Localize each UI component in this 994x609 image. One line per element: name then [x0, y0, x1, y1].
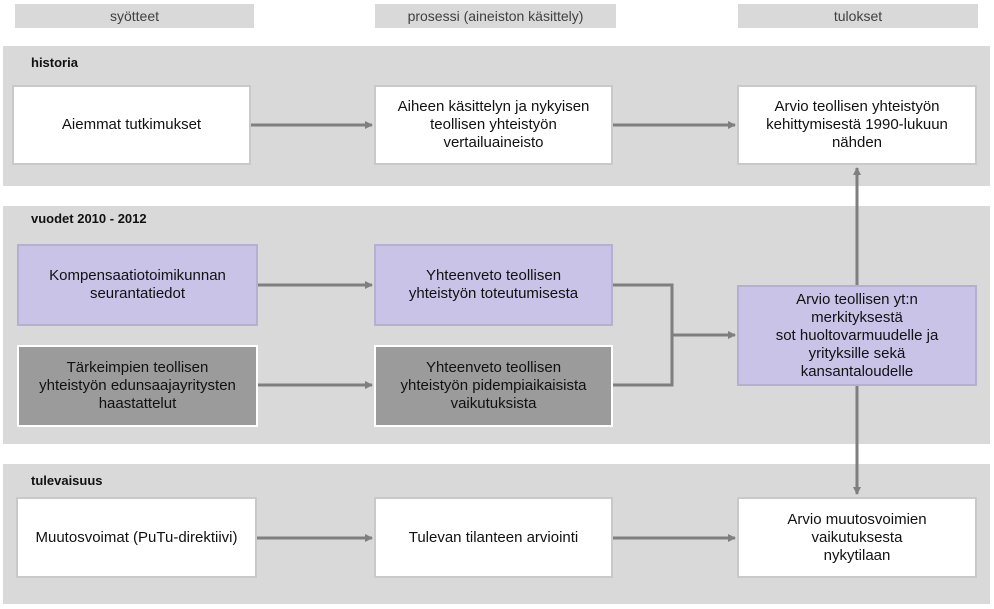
band-label-future: tulevaisuus: [31, 473, 103, 488]
column-header-results: tulokset: [738, 4, 978, 28]
box-change-forces: Muutosvoimat (PuTu-direktiivi): [16, 497, 257, 578]
column-header-results-label: tulokset: [833, 8, 883, 24]
box-interviews-label: Tärkeimpien teollisen yhteistyön edunsaa…: [39, 359, 236, 412]
column-header-process: prosessi (aineiston käsittely): [375, 4, 616, 28]
box-interviews: Tärkeimpien teollisen yhteistyön edunsaa…: [17, 345, 258, 427]
band-label-history: historia: [31, 55, 78, 70]
box-compensation-data: Kompensaatiotoimikunnan seurantatiedot: [17, 244, 258, 326]
box-summary-realization: Yhteenveto teollisen yhteistyön toteutum…: [374, 244, 613, 326]
box-summary-longterm: Yhteenveto teollisen yhteistyön pidempia…: [374, 345, 613, 427]
box-assessment-change-forces-label: Arvio muutosvoimien vaikutuksesta nykyti…: [787, 510, 927, 564]
box-previous-studies: Aiemmat tutkimukset: [12, 85, 251, 165]
box-change-forces-label: Muutosvoimat (PuTu-direktiivi): [35, 528, 238, 546]
box-future-assessment: Tulevan tilanteen arviointi: [374, 497, 613, 578]
box-previous-studies-label: Aiemmat tutkimukset: [61, 116, 202, 133]
band-label-years: vuodet 2010 - 2012: [31, 211, 147, 226]
box-assessment-significance: Arvio teollisen yt:n merkityksestä sot h…: [737, 285, 977, 386]
box-assessment-development-label: Arvio teollisen yhteistyön kehittymisest…: [766, 98, 948, 151]
box-assessment-development: Arvio teollisen yhteistyön kehittymisest…: [737, 85, 977, 165]
column-header-inputs-label: syötteet: [109, 8, 160, 24]
box-summary-longterm-label: Yhteenveto teollisen yhteistyön pidempia…: [400, 359, 587, 412]
box-assessment-change-forces: Arvio muutosvoimien vaikutuksesta nykyti…: [737, 497, 977, 578]
box-future-assessment-label: Tulevan tilanteen arviointi: [408, 528, 579, 546]
box-summary-realization-label: Yhteenveto teollisen yhteistyön toteutum…: [408, 267, 579, 302]
column-header-process-label: prosessi (aineiston käsittely): [407, 8, 584, 24]
box-assessment-significance-label: Arvio teollisen yt:n merkityksestä sot h…: [775, 290, 939, 380]
box-comparison-material-label: Aiheen käsittelyn ja nykyisen teollisen …: [397, 98, 590, 151]
box-comparison-material: Aiheen käsittelyn ja nykyisen teollisen …: [374, 85, 613, 165]
box-compensation-data-label: Kompensaatiotoimikunnan seurantatiedot: [49, 267, 226, 302]
column-header-inputs: syötteet: [15, 4, 254, 28]
